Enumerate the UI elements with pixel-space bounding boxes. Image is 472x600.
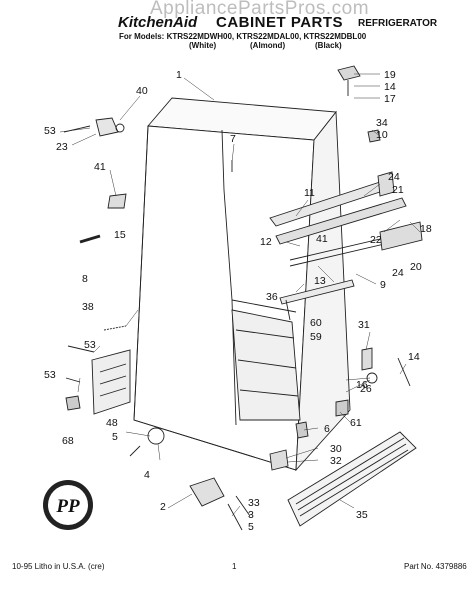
pp-logo: PP: [43, 480, 93, 530]
callout-20: 20: [410, 261, 422, 273]
callout-24: 24: [392, 267, 404, 279]
callout-34: 34: [376, 117, 388, 129]
brand-logo: KitchenAid: [118, 14, 198, 31]
callout-36: 36: [266, 291, 278, 303]
color-white: (White): [189, 41, 217, 50]
callout-60: 60: [310, 317, 322, 329]
callout-18: 18: [420, 223, 432, 235]
category-title: REFRIGERATOR: [358, 18, 438, 29]
leader-lines: [59, 73, 421, 517]
model-white: KTRS22MDWH00,: [166, 32, 235, 41]
callout-48: 48: [106, 417, 118, 429]
callout-17: 17: [384, 93, 396, 105]
callout-31: 31: [358, 319, 370, 331]
callout-3: 3: [248, 509, 254, 521]
footer-left: 10-95 Litho in U.S.A. (cre): [12, 562, 105, 571]
callout-numbers: 1 19 14 17 40 53 23 7 34 10 41 11 15 24 …: [44, 69, 432, 533]
callout-14: 14: [408, 351, 420, 363]
model-black: KTRS22MDBL00: [303, 32, 367, 41]
callout-8: 8: [82, 273, 88, 285]
callout-53: 53: [44, 369, 56, 381]
callout-22: 22: [370, 234, 382, 246]
callout-30: 30: [330, 443, 342, 455]
footer-part-no: Part No. 4379886: [404, 562, 467, 571]
callout-19: 19: [384, 69, 396, 81]
callout-41: 41: [316, 233, 328, 245]
callout-26: 26: [360, 383, 372, 395]
callout-68: 68: [62, 435, 74, 447]
color-almond: (Almond): [250, 41, 286, 50]
callout-9: 9: [380, 279, 386, 291]
callout-6: 6: [324, 423, 330, 435]
model-almond: KTRS22MDAL00,: [236, 32, 302, 41]
callout-13: 13: [314, 275, 326, 287]
callout-14: 14: [384, 81, 396, 93]
callout-33: 33: [248, 497, 260, 509]
callout-7: 7: [230, 133, 236, 145]
color-black: (Black): [315, 41, 342, 50]
callout-5: 5: [112, 431, 118, 443]
callout-2: 2: [160, 501, 166, 513]
callout-23: 23: [56, 141, 68, 153]
callout-12: 12: [260, 236, 272, 248]
callout-24: 24: [388, 171, 400, 183]
callout-53: 53: [84, 339, 96, 351]
callout-40: 40: [136, 85, 148, 97]
callout-16: 16: [356, 379, 368, 391]
callout-10: 10: [376, 129, 388, 141]
callout-35: 35: [356, 509, 368, 521]
footer-page: 1: [232, 562, 237, 571]
callout-5: 5: [248, 521, 254, 533]
callout-1: 1: [176, 69, 182, 81]
cabinet-drawing: [63, 65, 423, 531]
callout-32: 32: [330, 455, 342, 467]
callout-15: 15: [114, 229, 126, 241]
callout-41: 41: [94, 161, 106, 173]
callout-61: 61: [350, 417, 362, 429]
callout-11: 11: [304, 187, 315, 199]
watermark: AppliancePartsPros.com: [150, 0, 370, 19]
callout-21: 21: [392, 184, 404, 196]
models-line: For Models: KTRS22MDWH00, KTRS22MDAL00, …: [119, 32, 366, 41]
section-title: CABINET PARTS: [216, 14, 344, 31]
models-prefix: For Models:: [119, 32, 165, 41]
callout-38: 38: [82, 301, 94, 313]
callout-4: 4: [144, 469, 150, 481]
pp-logo-text: PP: [55, 496, 80, 517]
callout-53: 53: [44, 125, 56, 137]
callout-59: 59: [310, 331, 322, 343]
